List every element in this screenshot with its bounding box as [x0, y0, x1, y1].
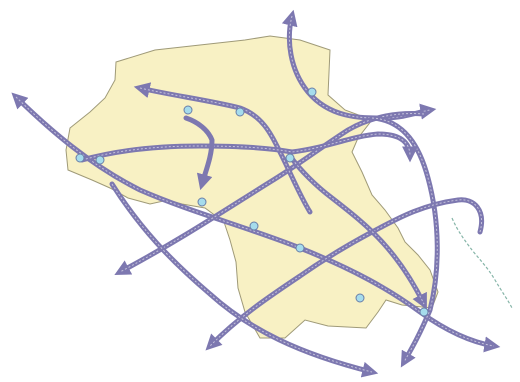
- route-east-arc-dash: [371, 117, 438, 363]
- route-east-hook-dash: [209, 199, 482, 347]
- station-marker[interactable]: [75, 153, 85, 163]
- stations-layer: [75, 87, 429, 317]
- route-south-arc-dash: [111, 183, 373, 373]
- station-marker[interactable]: [197, 197, 207, 207]
- station-marker[interactable]: [419, 307, 429, 317]
- route-west-diagonal-dash: [15, 96, 495, 347]
- station-marker[interactable]: [285, 153, 295, 163]
- station-marker[interactable]: [95, 155, 105, 165]
- route-spur-inner[interactable]: [183, 115, 215, 191]
- route-inner-west-dash: [139, 87, 311, 213]
- station-marker[interactable]: [307, 87, 317, 97]
- route-horizontal-dash: [81, 133, 411, 161]
- city-boundary: [65, 35, 439, 339]
- station-marker[interactable]: [355, 293, 365, 303]
- route-center-to-se-dash: [289, 155, 425, 305]
- station-marker[interactable]: [249, 221, 259, 231]
- station-marker[interactable]: [183, 105, 193, 115]
- routes-layer: [11, 9, 501, 378]
- station-marker[interactable]: [295, 243, 305, 253]
- station-marker[interactable]: [235, 107, 245, 117]
